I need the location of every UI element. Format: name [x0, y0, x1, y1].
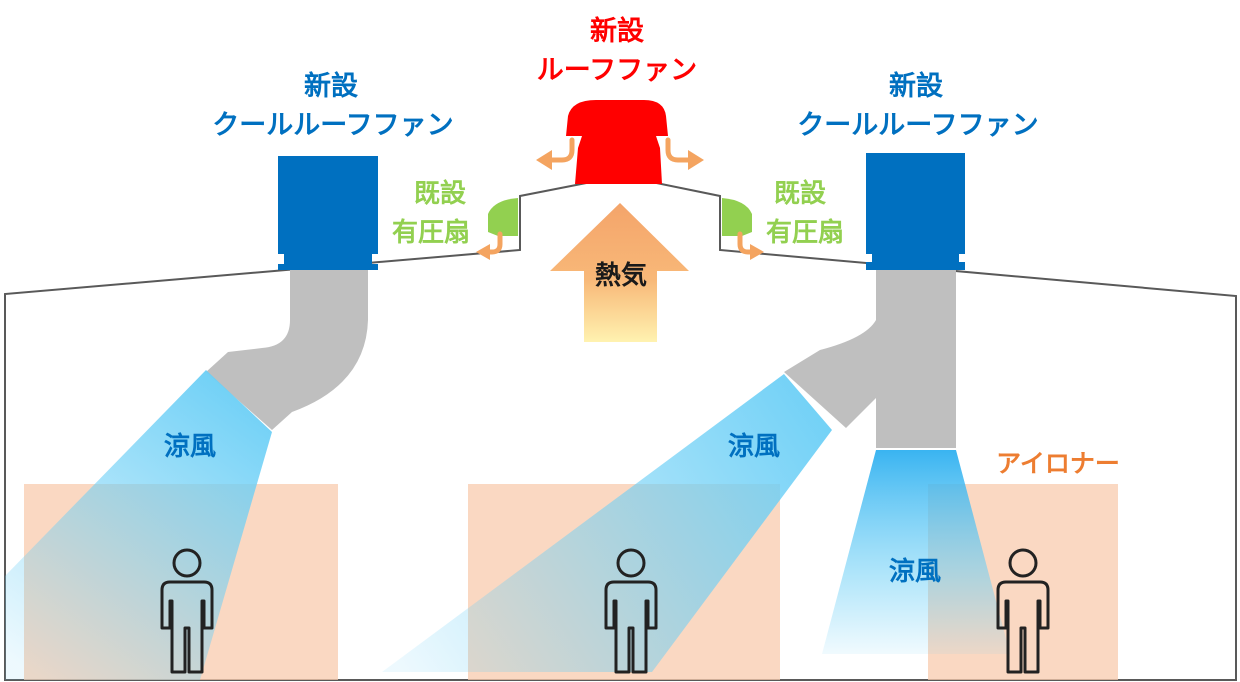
duct-left [206, 268, 368, 430]
existing-fan-right-icon [722, 198, 752, 236]
label-ironer: アイロナー [996, 449, 1120, 478]
cool-roof-fan-left-icon [278, 156, 378, 270]
duct-right [784, 268, 956, 448]
label-new-roof-fan-line2: ルーフファン [537, 55, 697, 86]
label-cool-air-left: 涼風 [164, 432, 216, 462]
cool-roof-fan-right-icon [866, 153, 965, 270]
person-icon [160, 548, 214, 674]
label-cool-air-center: 涼風 [728, 432, 780, 462]
cool-air-beam-right [822, 450, 1010, 654]
label-heat: 熱気 [595, 260, 647, 291]
person-icon [604, 548, 658, 674]
person-icon [996, 548, 1050, 674]
label-existing-fan-left-line1: 既設 [414, 178, 467, 209]
label-new-cool-fan-right-line2: クールルーフファン [797, 110, 1038, 141]
label-existing-fan-left-line2: 有圧扇 [392, 217, 470, 248]
cool-air-beam-center [382, 374, 832, 672]
label-new-cool-fan-left-line2: クールルーフファン [212, 110, 453, 141]
label-new-cool-fan-left-line1: 新設 [304, 70, 359, 102]
label-existing-fan-right-line1: 既設 [774, 178, 827, 209]
existing-fan-left-icon [488, 198, 518, 236]
label-new-roof-fan-line1: 新設 [590, 15, 645, 47]
label-existing-fan-right-line2: 有圧扇 [766, 217, 844, 248]
label-new-cool-fan-right-line1: 新設 [889, 70, 944, 102]
label-cool-air-right: 涼風 [889, 557, 941, 587]
heat-arrow [550, 203, 689, 342]
exhaust-arrow-heads [476, 150, 764, 260]
exhaust-arrows [483, 137, 757, 255]
roof-fan-red-icon [566, 100, 668, 184]
